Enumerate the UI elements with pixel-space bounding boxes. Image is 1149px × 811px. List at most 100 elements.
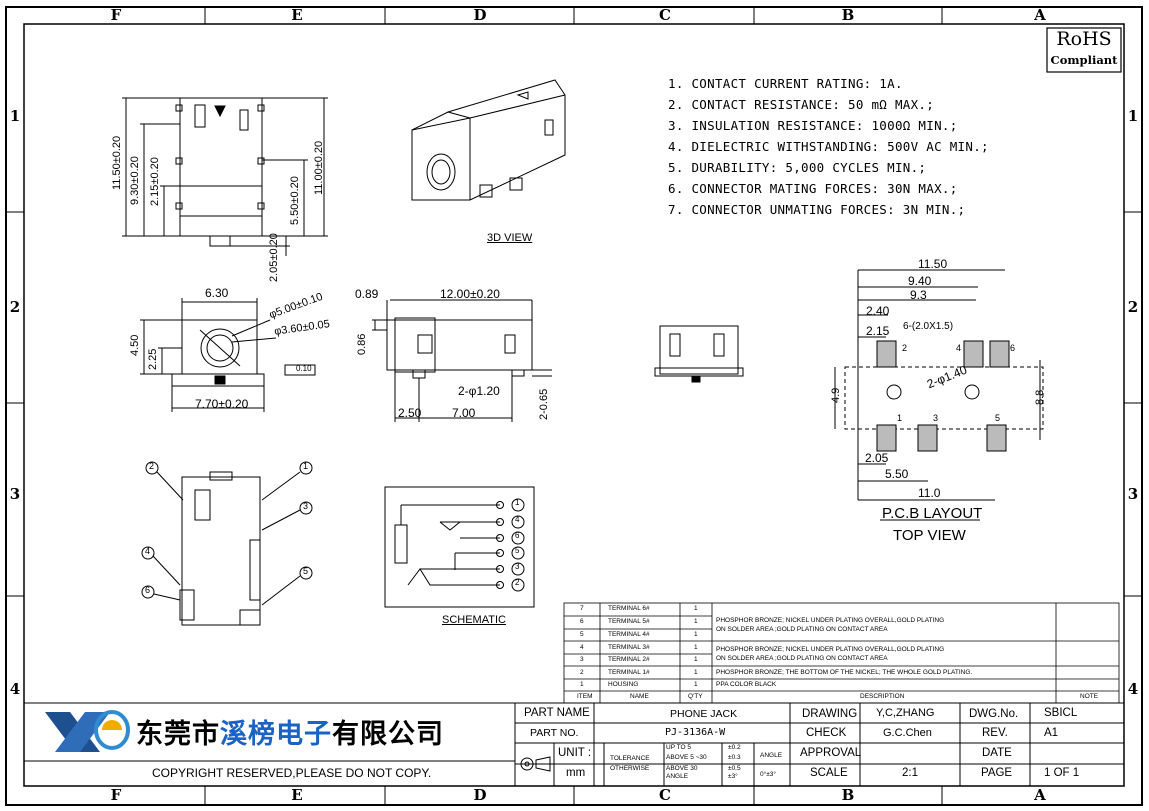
view-label-pcb: P.C.B LAYOUT — [882, 505, 983, 522]
bom-qty: 1 — [694, 669, 698, 676]
dim-side-2-15: 2.15±0.20 — [149, 157, 161, 206]
note-item: 3. INSULATION RESISTANCE: 1000Ω MIN.; — [668, 118, 958, 133]
tol-value: ±3° — [728, 773, 738, 780]
dim-pcb-2-15: 2.15 — [866, 324, 890, 338]
company-name: 东莞市溪榜电子有限公司 — [136, 712, 444, 751]
balloon-4: 4 — [145, 546, 151, 556]
bom-name: TERMINAL 6# — [608, 605, 650, 612]
check-label: CHECK — [806, 727, 847, 739]
rohs-label: RoHS — [1056, 28, 1112, 50]
rev-value: A1 — [1044, 727, 1059, 739]
bom-qty: 1 — [694, 644, 698, 651]
pcb-pin-1: 1 — [897, 413, 903, 423]
bom-header-qty: Q'TY — [688, 693, 703, 700]
approval-label: APPROVAL — [800, 747, 862, 759]
dim-pcb-9-40: 9.40 — [908, 274, 932, 288]
bom-item: 3 — [580, 656, 584, 663]
zone-row-1-right: 1 — [1127, 107, 1139, 125]
note-item: 7. CONNECTOR UNMATING FORCES: 3N MIN.; — [668, 202, 966, 217]
bom-header-note: NOTE — [1080, 693, 1099, 700]
page-value: 1 OF 1 — [1044, 767, 1080, 779]
part-name-value: PHONE JACK — [670, 708, 738, 720]
zone-col-F: F — [110, 6, 122, 24]
tol-row: ABOVE 30 — [666, 765, 698, 772]
front-view — [140, 298, 316, 412]
bom-header-item: ITEM — [577, 693, 593, 700]
pcb-pin-3: 3 — [933, 413, 939, 423]
zone-col-F-bottom: F — [110, 786, 122, 804]
bom-grid — [563, 602, 1120, 704]
bom-desc: PHOSPHOR BRONZE; THE BOTTOM OF THE NICKE… — [716, 669, 973, 676]
bom-item: 4 — [580, 644, 584, 651]
bom-item: 2 — [580, 669, 584, 676]
dim-side-11-50: 11.50±0.20 — [111, 135, 123, 190]
pcb-pin-2: 2 — [902, 343, 908, 353]
zone-col-C-bottom: C — [659, 786, 671, 804]
section-view — [141, 461, 313, 626]
bom-desc: PHOSPHOR BRONZE; NICKEL UNDER PLATING OV… — [716, 646, 945, 653]
bom-qty: 1 — [694, 631, 698, 638]
date-label: DATE — [982, 747, 1012, 759]
company-name-highlight: 溪榜电子 — [220, 719, 332, 750]
note-item: 1. CONTACT CURRENT RATING: 1A. — [668, 76, 903, 91]
dim-pcb-9-3: 9.3 — [910, 288, 927, 302]
schematic-pin: 1 — [515, 498, 520, 507]
title-block-grid — [24, 702, 1124, 786]
note-item: 2. CONTACT RESISTANCE: 50 mΩ MAX.; — [668, 97, 935, 112]
projection-symbol — [518, 756, 551, 772]
zone-col-E-bottom: E — [291, 786, 303, 804]
angle-label: ANGLE — [760, 752, 783, 759]
check-value: G.C.Chen — [883, 727, 932, 739]
tol-row: ABOVE 5 ~30 — [666, 754, 707, 761]
tol-row: UP TO 5 — [666, 744, 691, 751]
dim-front-2-25: 2.25 — [147, 348, 159, 370]
balloon-5: 5 — [303, 566, 309, 576]
bom-name: TERMINAL 5# — [608, 618, 650, 625]
drawing-label: DRAWING — [802, 708, 858, 720]
view-label-top: TOP VIEW — [893, 527, 966, 544]
copyright-text: COPYRIGHT RESERVED,PLEASE DO NOT COPY. — [152, 766, 432, 780]
company-logo — [45, 710, 130, 752]
note-item: 6. CONNECTOR MATING FORCES: 30N MAX.; — [668, 181, 958, 196]
tol-value: ±0.3 — [728, 754, 741, 761]
scale-label: SCALE — [810, 767, 848, 779]
bom-qty: 1 — [694, 656, 698, 663]
scale-value: 2:1 — [902, 767, 918, 779]
bom-desc: ON SOLDER AREA ;GOLD PLATING ON CONTACT … — [716, 655, 888, 662]
schematic-pin: 2 — [515, 578, 520, 587]
bom-item: 1 — [580, 681, 584, 688]
dwg-no-label: DWG.No. — [969, 708, 1019, 720]
tol-row: ANGLE — [666, 773, 689, 780]
dim-pcb-4-9: 4.9 — [830, 387, 842, 403]
pcb-pin-4: 4 — [956, 343, 962, 353]
zone-col-A: A — [1034, 6, 1046, 24]
schematic-pin: 4 — [515, 515, 520, 524]
note-item: 5. DURABILITY: 5,000 CYCLES MIN.; — [668, 160, 927, 175]
bom-qty: 1 — [694, 618, 698, 625]
schematic-pin: 5 — [515, 546, 520, 555]
dim-pcb-2-05: 2.05 — [865, 451, 889, 465]
zone-col-B-bottom: B — [841, 786, 855, 804]
part-no-label: PART NO. — [530, 727, 579, 739]
side-view — [122, 97, 328, 256]
dim-pcb-11-0: 11.0 — [918, 486, 941, 500]
dim-front-4-50: 4.50 — [129, 334, 141, 356]
unit-value: mm — [566, 767, 586, 779]
part-no-value: PJ-3136A-W — [665, 727, 726, 738]
pcb-layout — [834, 269, 1044, 521]
balloon-2: 2 — [149, 461, 155, 471]
zone-row-1: 1 — [9, 107, 21, 125]
dim-bot-7-00: 7.00 — [452, 406, 476, 420]
dim-pcb-pads: 6-(2.0X1.5) — [903, 321, 954, 332]
page-label: PAGE — [981, 767, 1013, 779]
dim-pcb-2-40: 2.40 — [866, 304, 890, 318]
schematic-pin: 3 — [515, 562, 520, 571]
bom-name: TERMINAL 4# — [608, 631, 650, 638]
note-item: 4. DIELECTRIC WITHSTANDING: 500V AC MIN.… — [668, 139, 989, 154]
bom-desc: ON SOLDER AREA ;GOLD PLATING ON CONTACT … — [716, 626, 888, 633]
pcb-pin-6: 6 — [1010, 343, 1016, 353]
dim-bot-12-00: 12.00±0.20 — [440, 287, 500, 301]
dim-side-2-05: 2.05±0.20 — [268, 233, 280, 282]
dim-bot-phi12: 2-φ1.20 — [458, 384, 500, 398]
